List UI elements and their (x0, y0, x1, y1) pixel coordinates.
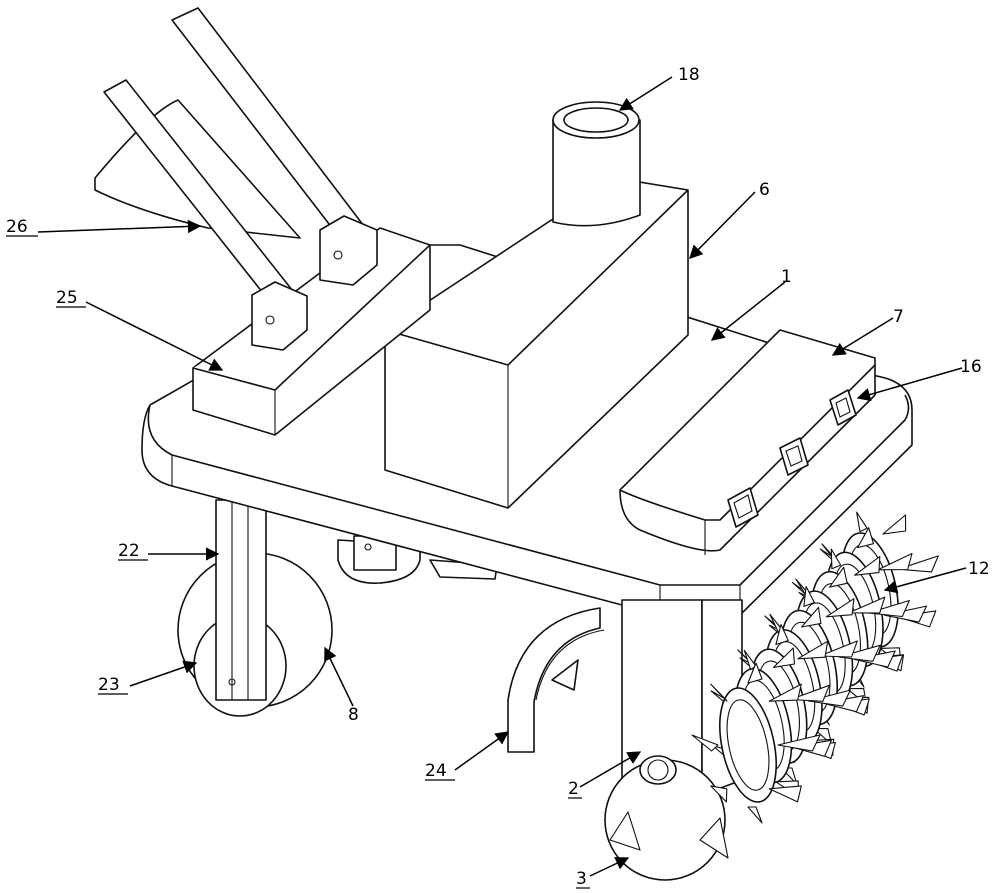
callout-labels: 18 6 1 7 16 12 26 25 22 23 8 24 2 3 (6, 65, 990, 889)
handle-arm-right (171, 7, 378, 286)
label-18: 18 (678, 65, 700, 85)
switch-16b (779, 437, 809, 476)
housing-6 (384, 177, 689, 509)
label-3: 3 (576, 869, 587, 889)
label-12: 12 (968, 559, 990, 579)
rear-small-wheel (337, 535, 498, 584)
tiller-drum-12 (691, 548, 910, 824)
label-16: 16 (960, 357, 982, 377)
label-25: 26 (6, 217, 28, 237)
handle-arm-left (103, 79, 308, 351)
leg-22 (215, 499, 267, 701)
pipe-18 (552, 101, 641, 227)
label-7: 7 (893, 307, 904, 327)
label-26: 24 (425, 761, 447, 781)
label-24: 25 (56, 288, 78, 308)
control-box-7 (619, 329, 876, 555)
label-8: 8 (348, 705, 359, 725)
switch-16 (829, 389, 857, 426)
handle-base-24 (192, 227, 431, 436)
switch-16c (727, 487, 759, 528)
label-23: 23 (98, 675, 120, 695)
leader-lines (37, 76, 967, 877)
label-2: 2 (568, 779, 579, 799)
label-22: 22 (118, 541, 140, 561)
label-1: 1 (781, 267, 792, 287)
left-wheel-assembly (177, 499, 333, 717)
label-6: 6 (759, 180, 770, 200)
deflector-26 (507, 607, 605, 753)
